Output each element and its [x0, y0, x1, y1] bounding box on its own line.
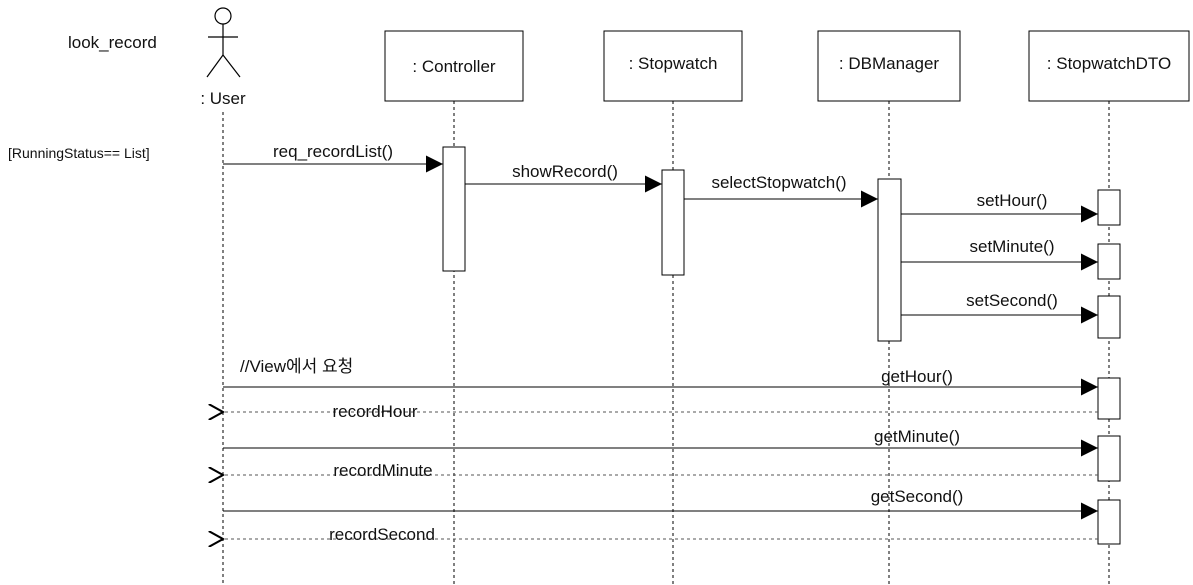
- user-actor-icon: [206, 7, 241, 78]
- dbmanager-object-box: [817, 30, 961, 102]
- setminute-label: setMinute(): [969, 237, 1054, 256]
- dto-activation-gethour: [1097, 377, 1121, 420]
- recordminute-label: recordMinute: [333, 461, 432, 480]
- controller-object-box: [384, 30, 524, 102]
- stopwatch-activation: [661, 169, 685, 276]
- controller-activation: [442, 146, 466, 272]
- user-actor-label: : User: [200, 89, 246, 108]
- sethour-label: setHour(): [977, 191, 1048, 210]
- getsecond-label: getSecond(): [871, 487, 964, 506]
- recordsecond-label: recordSecond: [329, 525, 435, 544]
- req-recordlist-label: req_recordList(): [273, 142, 393, 161]
- stopwatchdto-object-box: [1028, 30, 1190, 102]
- controller-object-label: : Controller: [412, 57, 495, 76]
- dto-activation-sethour: [1097, 189, 1121, 226]
- getminute-label: getMinute(): [874, 427, 960, 446]
- guard-condition: [RunningStatus== List]: [8, 145, 150, 161]
- gethour-label: getHour(): [881, 367, 953, 386]
- recordhour-label: recordHour: [332, 402, 417, 421]
- diagram-title: look_record: [68, 33, 157, 52]
- stopwatchdto-object-label: : StopwatchDTO: [1047, 54, 1171, 73]
- dbmanager-activation: [877, 178, 902, 342]
- view-request-note: //View에서 요청: [240, 357, 353, 376]
- setsecond-label: setSecond(): [966, 291, 1058, 310]
- dto-activation-getsecond: [1097, 499, 1121, 545]
- showrecord-label: showRecord(): [512, 162, 618, 181]
- dto-activation-setminute: [1097, 243, 1121, 280]
- dto-activation-getminute: [1097, 435, 1121, 482]
- stopwatch-object-box: [603, 30, 743, 102]
- dbmanager-object-label: : DBManager: [839, 54, 939, 73]
- dto-activation-setsecond: [1097, 295, 1121, 339]
- selectstopwatch-label: selectStopwatch(): [711, 173, 846, 192]
- stopwatch-object-label: : Stopwatch: [629, 54, 718, 73]
